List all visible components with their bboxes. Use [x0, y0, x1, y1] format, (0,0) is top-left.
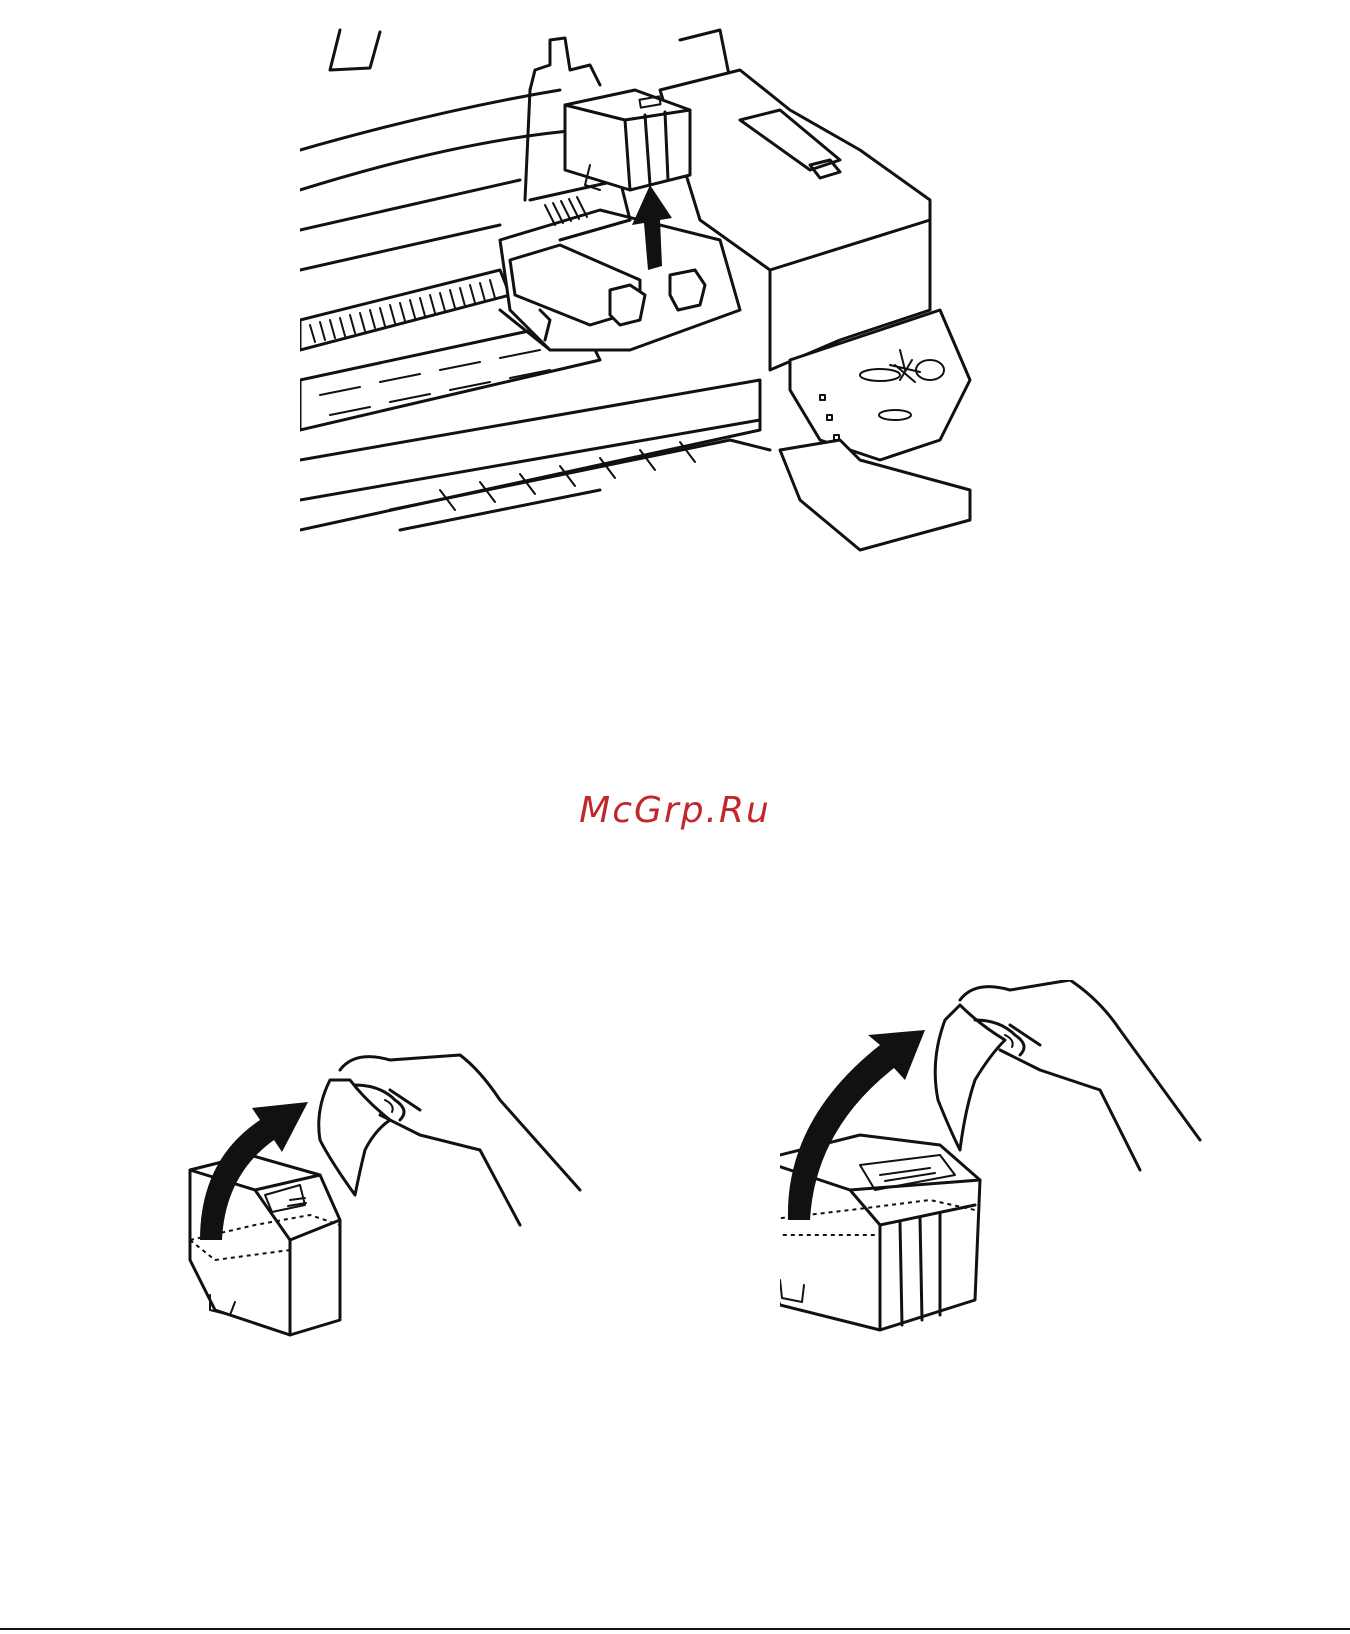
black-cartridge-illustration — [180, 1040, 620, 1400]
printer-cartridge-removal-icon — [300, 20, 1020, 560]
color-cartridge-illustration — [780, 980, 1260, 1400]
footer-rule — [0, 1628, 1350, 1630]
black-cartridge-tape-removal-icon — [180, 1040, 620, 1400]
watermark-text: McGrp.Ru — [0, 790, 1350, 831]
printer-illustration — [300, 20, 1020, 560]
color-cartridge-tape-removal-icon — [780, 980, 1260, 1400]
